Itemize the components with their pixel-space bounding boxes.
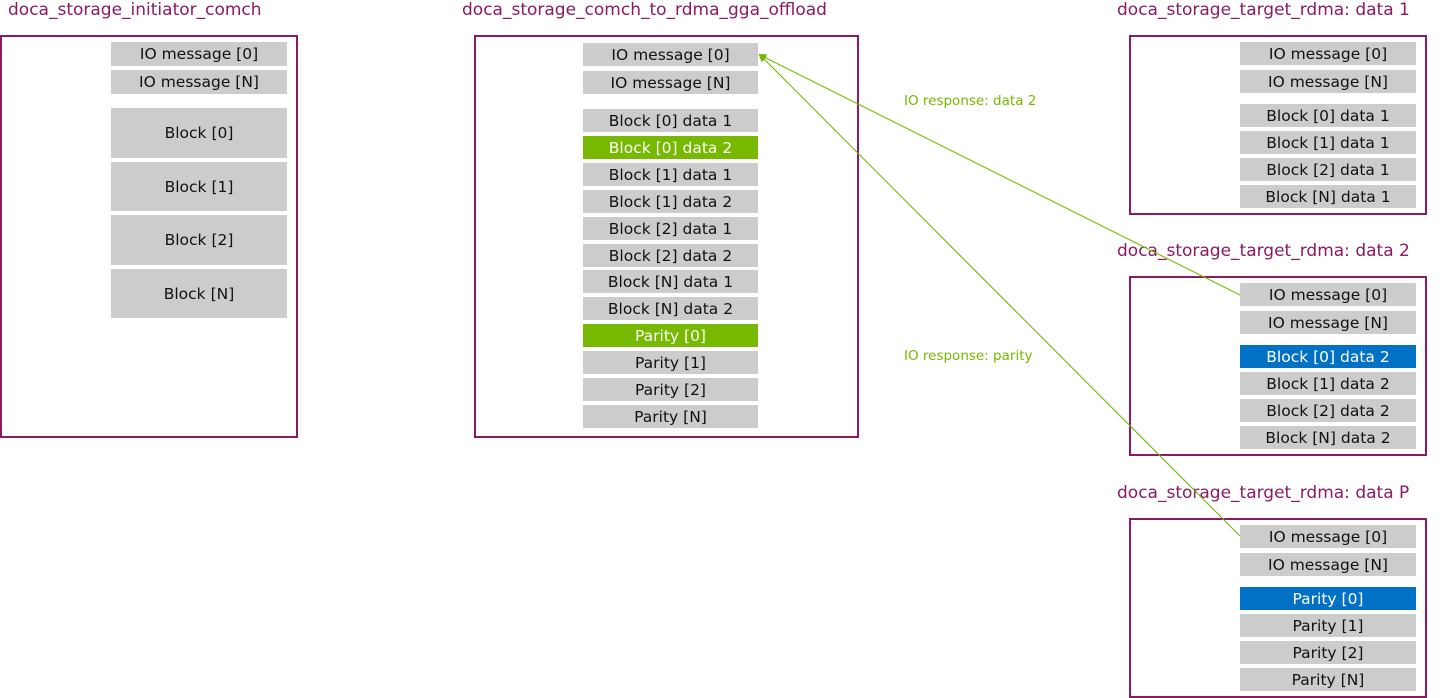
target-io-message: IO message [N] xyxy=(1240,311,1416,334)
initiator-block: Block [N] xyxy=(111,269,287,318)
target-item-cell: Block [2] data 1 xyxy=(1240,158,1416,181)
target-io-message: IO message [N] xyxy=(1240,553,1416,576)
offload-parity-cell: Parity [1] xyxy=(583,351,758,374)
target-item-cell: Block [1] data 2 xyxy=(1240,372,1416,395)
initiator-block: Block [1] xyxy=(111,162,287,211)
initiator-block: Block [2] xyxy=(111,215,287,265)
target-title: doca_storage_target_rdma: data 1 xyxy=(1117,0,1410,20)
target-io-message: IO message [0] xyxy=(1240,525,1416,548)
target-item-cell: Parity [1] xyxy=(1240,614,1416,637)
offload-title: doca_storage_comch_to_rdma_gga_offload xyxy=(462,0,827,20)
initiator-title: doca_storage_initiator_comch xyxy=(8,0,262,20)
offload-parity-cell: Parity [2] xyxy=(583,378,758,401)
offload-block-cell: Block [1] data 1 xyxy=(583,163,758,186)
offload-block-cell: Block [0] data 1 xyxy=(583,109,758,132)
target-item-cell: Block [0] data 2 xyxy=(1240,345,1416,368)
target-item-cell: Block [N] data 1 xyxy=(1240,185,1416,208)
offload-parity-cell: Parity [N] xyxy=(583,405,758,428)
arrow-label-parity: IO response: parity xyxy=(904,348,1033,364)
target-io-message: IO message [N] xyxy=(1240,70,1416,93)
target-title: doca_storage_target_rdma: data 2 xyxy=(1117,241,1410,261)
offload-io-message: IO message [N] xyxy=(583,71,758,94)
offload-block-cell: Block [N] data 1 xyxy=(583,270,758,293)
target-item-cell: Parity [2] xyxy=(1240,641,1416,664)
offload-block-cell: Block [0] data 2 xyxy=(583,136,758,159)
target-item-cell: Block [N] data 2 xyxy=(1240,426,1416,449)
offload-io-message: IO message [0] xyxy=(583,43,758,66)
target-item-cell: Block [2] data 2 xyxy=(1240,399,1416,422)
initiator-block: Block [0] xyxy=(111,108,287,158)
target-item-cell: Block [0] data 1 xyxy=(1240,104,1416,127)
target-io-message: IO message [0] xyxy=(1240,42,1416,65)
offload-block-cell: Block [2] data 1 xyxy=(583,217,758,240)
target-io-message: IO message [0] xyxy=(1240,283,1416,306)
initiator-io-message: IO message [N] xyxy=(111,70,287,94)
target-item-cell: Parity [N] xyxy=(1240,668,1416,691)
initiator-io-message: IO message [0] xyxy=(111,42,287,66)
offload-block-cell: Block [2] data 2 xyxy=(583,244,758,267)
target-title: doca_storage_target_rdma: data P xyxy=(1117,483,1410,503)
offload-block-cell: Block [1] data 2 xyxy=(583,190,758,213)
target-item-cell: Parity [0] xyxy=(1240,587,1416,610)
offload-block-cell: Block [N] data 2 xyxy=(583,297,758,320)
arrow-label-data2: IO response: data 2 xyxy=(904,93,1037,109)
offload-parity-cell: Parity [0] xyxy=(583,324,758,347)
target-item-cell: Block [1] data 1 xyxy=(1240,131,1416,154)
